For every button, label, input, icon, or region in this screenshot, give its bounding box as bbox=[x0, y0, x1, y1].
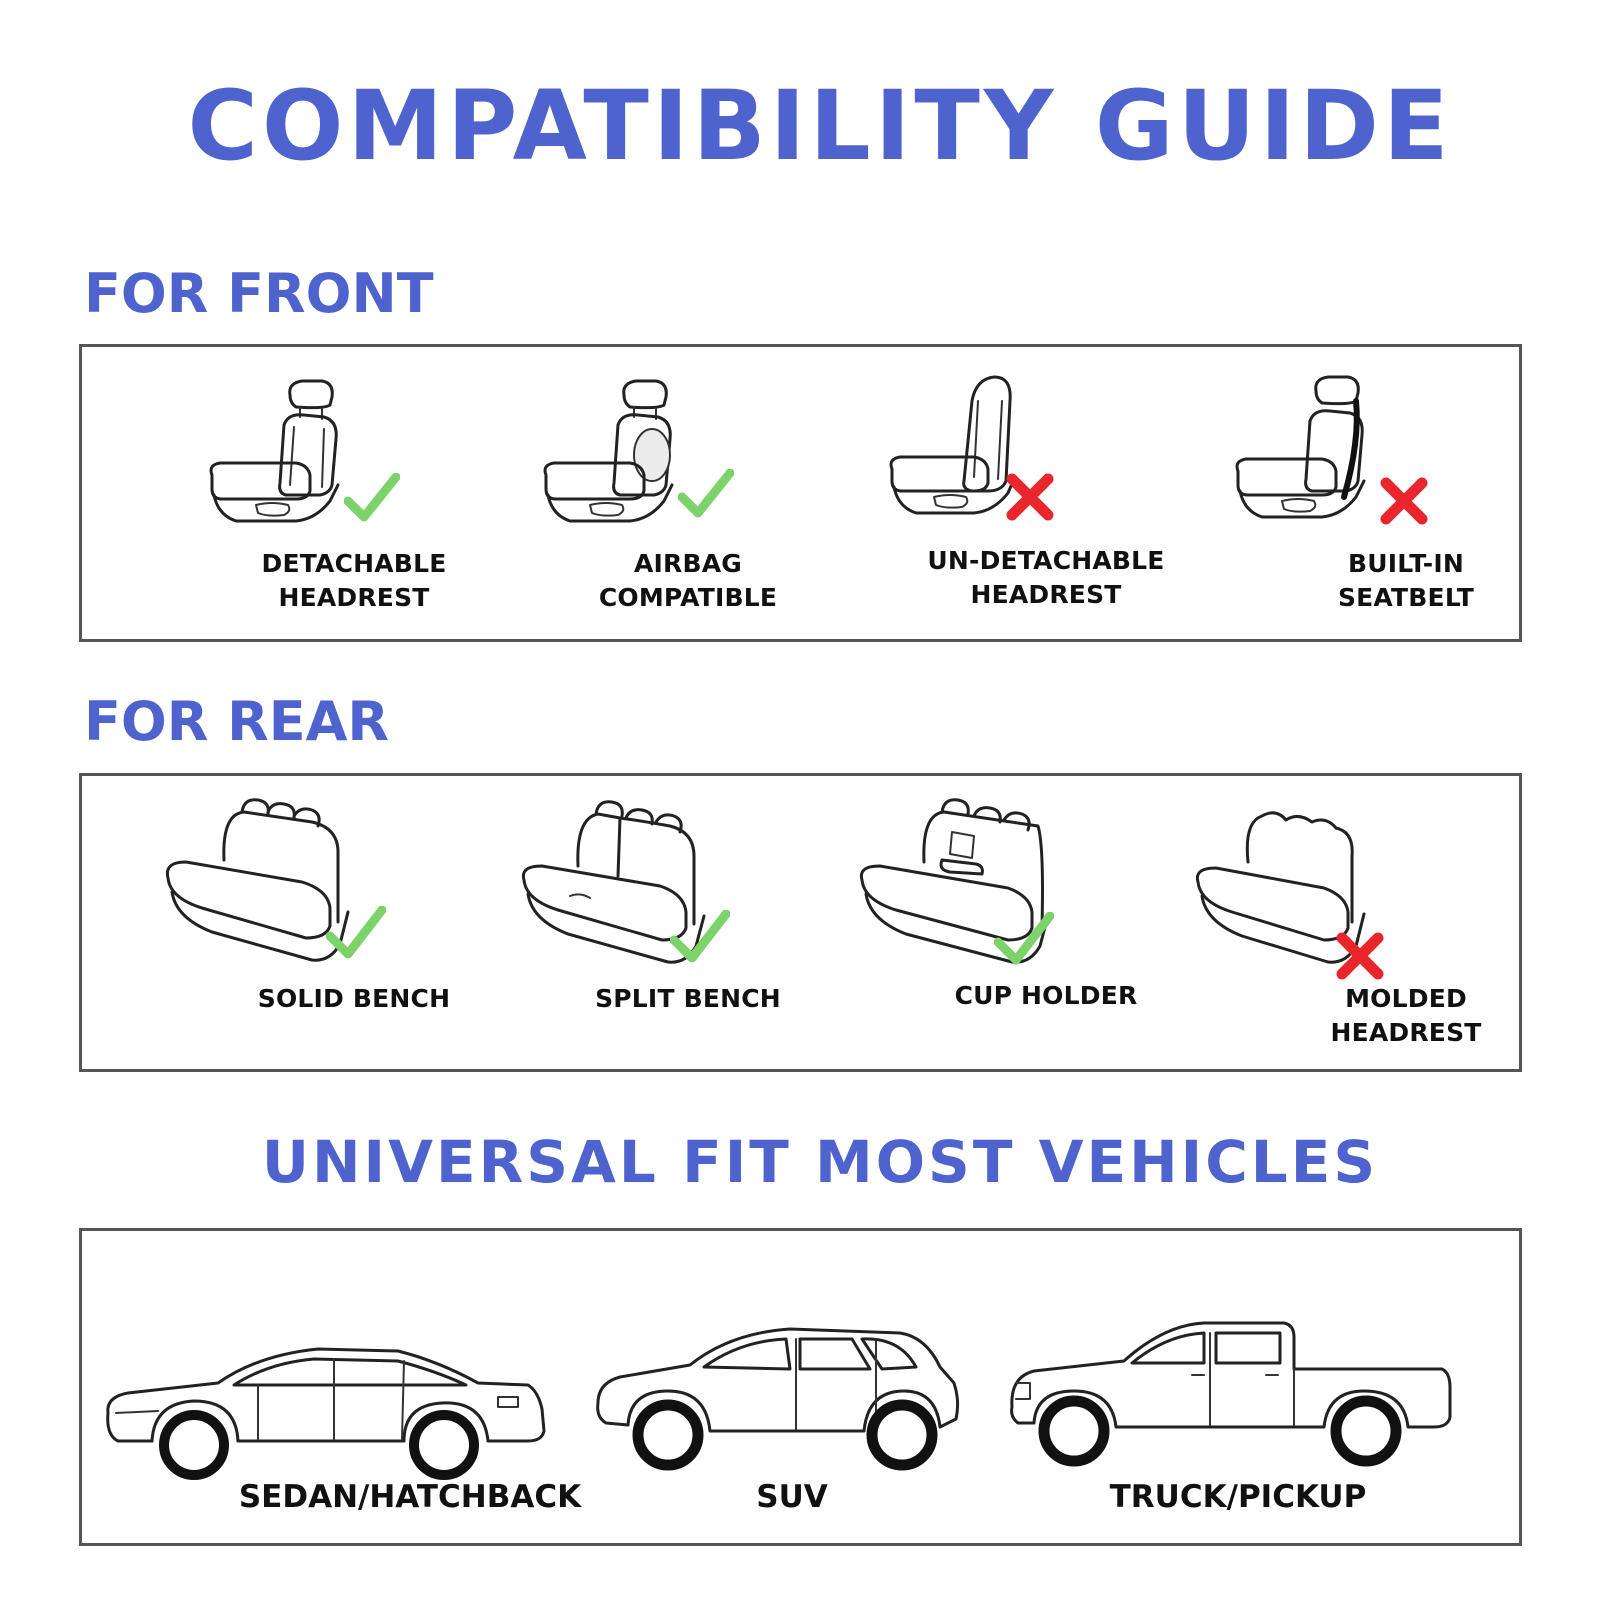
rear-bench-icon bbox=[165, 798, 350, 962]
check-icon bbox=[994, 912, 1054, 965]
rear-item-label: SOLID BENCH bbox=[257, 984, 451, 1013]
vehicle-label-suv: SUV bbox=[756, 1479, 828, 1515]
vehicle-label-sedan: SEDAN/HATCHBACK bbox=[238, 1479, 582, 1515]
front-item-label: UN-DETACHABLE HEADREST bbox=[927, 546, 1165, 609]
check-icon bbox=[678, 469, 734, 518]
front-item-label: BUILT-IN SEATBELT bbox=[1337, 549, 1475, 612]
front-item-airbag-compatible bbox=[526, 365, 826, 535]
check-icon bbox=[670, 910, 730, 963]
rear-item-molded-headrest bbox=[1194, 802, 1494, 982]
check-icon bbox=[326, 906, 386, 959]
rear-bench-icon bbox=[859, 798, 1050, 964]
vehicles-panel: SEDAN/HATCHBACK SUV TRUCK/PICKUP bbox=[79, 1228, 1522, 1546]
rear-item-label: MOLDED HEADREST bbox=[1330, 984, 1482, 1047]
rear-panel: SOLID BENCH SPLIT BENCH bbox=[79, 773, 1522, 1072]
page-title: COMPATIBILITY GUIDE bbox=[187, 70, 1453, 182]
front-item-built-in-seatbelt bbox=[1218, 361, 1518, 531]
front-item-label: AIRBAG COMPATIBLE bbox=[598, 549, 778, 612]
rear-section-heading: FOR REAR bbox=[84, 690, 390, 753]
cross-icon bbox=[1336, 932, 1384, 980]
front-item-un-detachable-headrest bbox=[878, 361, 1178, 531]
cross-icon bbox=[1380, 477, 1428, 525]
rear-bench-icon bbox=[1195, 811, 1366, 964]
front-seat-icon bbox=[889, 375, 1016, 515]
front-section-heading: FOR FRONT bbox=[84, 262, 434, 325]
sedan-icon bbox=[106, 1347, 546, 1480]
truck-icon bbox=[1010, 1321, 1452, 1467]
front-seat-icon bbox=[209, 379, 340, 523]
suv-icon bbox=[596, 1327, 960, 1471]
rear-item-solid-bench bbox=[162, 792, 462, 972]
front-seat-icon bbox=[543, 379, 674, 523]
rear-item-split-bench bbox=[520, 796, 820, 976]
check-icon bbox=[344, 473, 400, 522]
rear-item-label: SPLIT BENCH bbox=[595, 984, 781, 1013]
front-item-detachable-headrest bbox=[192, 365, 492, 535]
vehicles-section-heading: UNIVERSAL FIT MOST VEHICLES bbox=[261, 1128, 1379, 1196]
cross-icon bbox=[1006, 473, 1054, 521]
vehicle-label-truck: TRUCK/PICKUP bbox=[1109, 1479, 1367, 1515]
front-item-label: DETACHABLE HEADREST bbox=[261, 549, 447, 612]
front-panel: DETACHABLE HEADREST AIRBAG COMPATIBLE bbox=[79, 344, 1522, 642]
rear-item-label: CUP HOLDER bbox=[954, 981, 1138, 1010]
front-seat-icon bbox=[1235, 375, 1366, 519]
rear-item-cup-holder bbox=[858, 796, 1158, 976]
